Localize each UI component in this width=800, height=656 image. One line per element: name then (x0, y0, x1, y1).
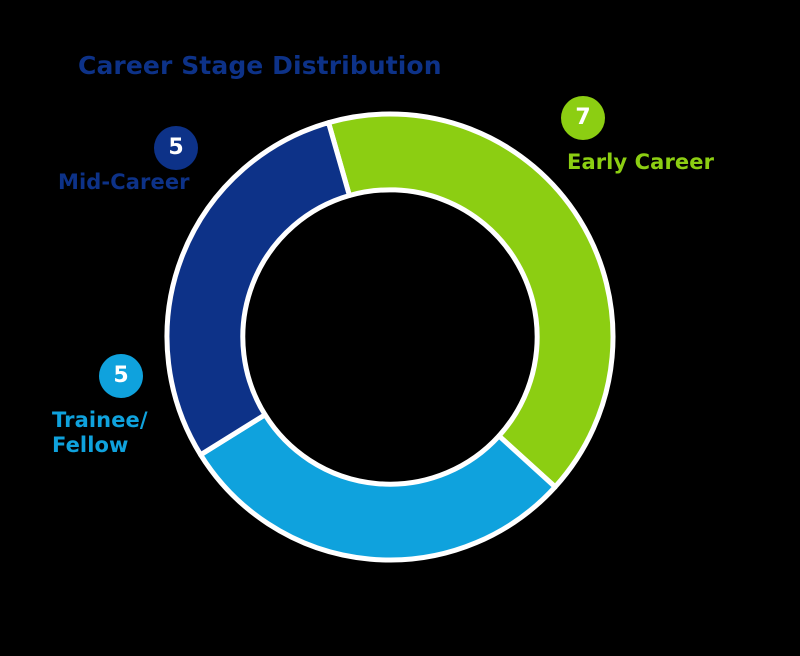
value-badge-early-career: 7 (561, 96, 605, 140)
label-trainee-fellow-line1: Trainee/ (52, 408, 148, 432)
donut-slice (164, 120, 352, 458)
label-early-career: Early Career (567, 150, 715, 174)
donut-slice (326, 111, 616, 490)
value-badge-trainee-fellow: 5 (99, 354, 143, 398)
donut-chart-svg (164, 111, 616, 563)
page-title: Career Stage Distribution (78, 51, 442, 80)
value-badge-mid-career: 5 (154, 126, 198, 170)
label-trainee-fellow: Trainee/ Fellow (52, 408, 148, 458)
donut-slice (198, 412, 558, 563)
donut-chart (164, 111, 616, 563)
label-trainee-fellow-line2: Fellow (52, 432, 129, 457)
label-mid-career: Mid-Career (58, 170, 190, 194)
